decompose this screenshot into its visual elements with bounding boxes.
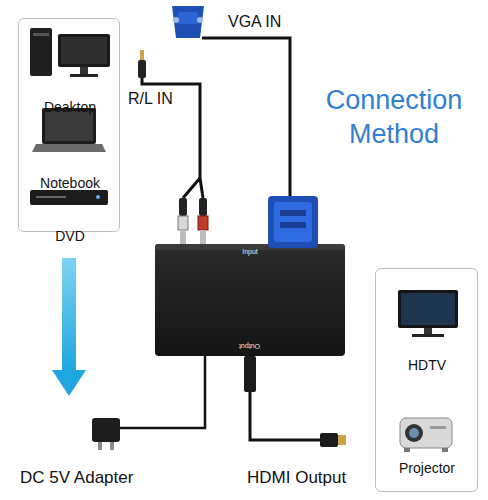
projector-icon-part bbox=[405, 424, 423, 442]
device-name: DVD bbox=[55, 228, 85, 244]
dvd-player-icon-part bbox=[36, 196, 66, 198]
port-label: VGA IN bbox=[226, 13, 283, 31]
desktop-icon-part bbox=[70, 74, 98, 77]
vga-cable bbox=[172, 6, 290, 196]
vga-cable-part bbox=[197, 17, 203, 23]
audio-cable-part bbox=[199, 198, 207, 216]
dvd-player-icon-part bbox=[96, 195, 100, 199]
audio-cable-part bbox=[138, 60, 146, 78]
audio-cable bbox=[138, 50, 208, 245]
desktop-icon-part bbox=[33, 33, 49, 36]
audio-cable-part bbox=[140, 50, 144, 60]
audio-cable-part bbox=[183, 178, 203, 198]
projector-icon-part bbox=[409, 428, 419, 438]
port-label: HDMI Output bbox=[245, 468, 348, 488]
dvd-player-icon bbox=[30, 190, 108, 205]
audio-cable-part bbox=[200, 230, 206, 245]
tv-icon-part bbox=[424, 328, 432, 334]
device-name: Notebook bbox=[40, 175, 100, 191]
projector-icon bbox=[400, 418, 452, 452]
vga-cable-part bbox=[202, 38, 290, 196]
desktop-icon-part bbox=[30, 28, 52, 76]
port-label: DC 5V Adapter bbox=[18, 468, 135, 488]
desktop-icon-part bbox=[80, 67, 88, 74]
dvd-player-icon-part bbox=[30, 190, 108, 205]
audio-cable-part bbox=[198, 216, 208, 230]
desktop-icon-part bbox=[61, 37, 107, 64]
diagram-title: Connection Method bbox=[305, 84, 483, 152]
power-adapter-part bbox=[120, 356, 205, 428]
power-adapter-part bbox=[110, 442, 114, 450]
tv-icon-part bbox=[412, 334, 444, 337]
hdmi-cable-part bbox=[250, 392, 322, 440]
desktop-icon bbox=[30, 28, 110, 77]
flow-arrow-part bbox=[62, 258, 76, 370]
port-label: R/L IN bbox=[126, 90, 175, 108]
device-name: Projector bbox=[399, 460, 455, 476]
projector-icon-part bbox=[442, 448, 448, 452]
converter-box-part bbox=[155, 244, 345, 356]
source-panel: DeaktopNotebookDVD bbox=[18, 18, 120, 232]
audio-cable-part bbox=[178, 216, 188, 230]
port-side-label: Output bbox=[239, 342, 260, 350]
tv-icon-part bbox=[401, 293, 455, 325]
vga-cable-part bbox=[178, 12, 198, 24]
power-adapter bbox=[92, 356, 205, 450]
converter-box: InputOutput bbox=[155, 244, 345, 356]
hdmi-cable-part bbox=[244, 356, 256, 392]
converter-box-part bbox=[280, 222, 306, 228]
vga-cable-part bbox=[173, 17, 179, 23]
converter-box-part bbox=[280, 210, 306, 216]
laptop-icon-part bbox=[45, 111, 93, 141]
converter-box-part bbox=[268, 196, 318, 248]
tv-icon-part bbox=[398, 290, 458, 328]
display-panel: HDTV Projector bbox=[375, 268, 478, 492]
hdmi-cable bbox=[244, 356, 346, 447]
converter-box bbox=[155, 196, 345, 356]
hdmi-cable-part bbox=[320, 433, 338, 447]
vga-cable-part bbox=[172, 6, 204, 38]
projector-icon-part bbox=[400, 418, 452, 448]
projector-icon-part bbox=[404, 448, 410, 452]
device-name: Deaktop bbox=[44, 99, 96, 115]
port-side-label: Input bbox=[242, 248, 258, 256]
power-adapter-part bbox=[92, 418, 120, 442]
desktop-icon-part bbox=[58, 34, 110, 67]
converter-box-part bbox=[274, 202, 312, 242]
device-name: HDTV bbox=[408, 357, 446, 373]
projector-icon-part bbox=[430, 426, 446, 429]
flow-arrow-part bbox=[52, 370, 86, 396]
hdmi-cable-part bbox=[338, 435, 346, 445]
laptop-icon-part bbox=[32, 144, 106, 152]
audio-cable-part bbox=[180, 230, 186, 245]
power-adapter-part bbox=[98, 442, 102, 450]
tv-icon bbox=[398, 290, 458, 337]
flow-arrow bbox=[52, 258, 86, 396]
audio-cable-part bbox=[179, 198, 187, 216]
